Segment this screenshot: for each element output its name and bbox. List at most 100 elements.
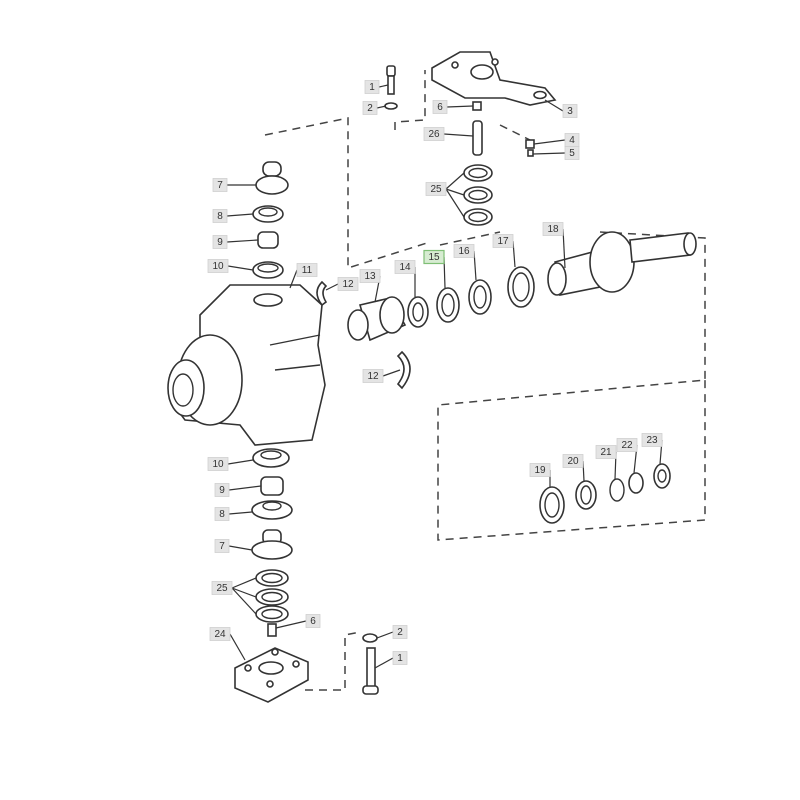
leader-line	[445, 188, 465, 196]
callout-8[interactable]: 8	[214, 507, 253, 521]
leader-line	[325, 283, 339, 291]
callout-box	[212, 235, 228, 249]
callout-13[interactable]: 13	[359, 269, 381, 303]
part-clip-12-top	[316, 280, 328, 307]
callout-14[interactable]: 14	[394, 260, 416, 298]
callout-box	[212, 178, 228, 192]
callout-number: 1	[369, 82, 375, 93]
leader-line	[376, 631, 394, 639]
leader-line	[231, 577, 257, 589]
callout-number: 3	[567, 106, 573, 117]
part-stack-top	[252, 161, 289, 279]
part-plate-24	[234, 647, 309, 703]
callout-6[interactable]: 6	[432, 100, 474, 114]
part-bushings	[407, 266, 535, 328]
callout-20[interactable]: 20	[562, 454, 585, 482]
callout-6[interactable]: 6	[275, 614, 321, 629]
callout-box	[392, 651, 408, 665]
callout-9[interactable]: 9	[212, 235, 259, 249]
callout-box	[305, 614, 321, 628]
callout-box	[212, 209, 228, 223]
callout-box	[564, 146, 580, 160]
callout-number: 18	[547, 224, 559, 235]
callout-4[interactable]: 4	[533, 133, 580, 147]
callout-26[interactable]: 26	[423, 127, 474, 141]
callout-2[interactable]: 2	[376, 625, 408, 639]
callout-25[interactable]: 25	[211, 577, 257, 615]
callout-box	[423, 249, 445, 265]
callout-box	[296, 263, 318, 277]
callout-number: 26	[428, 129, 440, 140]
callout-box	[359, 269, 381, 283]
callout-box	[562, 104, 578, 118]
callout-box	[211, 581, 233, 595]
callout-10[interactable]: 10	[207, 259, 254, 273]
callout-number: 13	[364, 271, 376, 282]
callout-number: 2	[367, 103, 373, 114]
callout-7[interactable]: 7	[212, 178, 256, 192]
callout-1[interactable]: 1	[364, 80, 389, 94]
part-seals-top	[463, 164, 493, 226]
callout-number: 25	[430, 184, 442, 195]
callout-box	[362, 101, 378, 115]
callout-9[interactable]: 9	[214, 483, 262, 497]
callout-18[interactable]: 18	[542, 222, 566, 269]
leader-line	[227, 459, 254, 465]
leader-line	[231, 587, 257, 598]
callout-number: 2	[397, 627, 403, 638]
callout-box	[214, 507, 230, 521]
callout-19[interactable]: 19	[529, 463, 551, 488]
callout-17[interactable]: 17	[492, 234, 516, 268]
callout-number: 15	[428, 252, 440, 263]
part-right-group	[539, 463, 671, 524]
callout-3[interactable]: 3	[544, 99, 578, 118]
callout-5[interactable]: 5	[532, 146, 580, 160]
leader-line	[275, 620, 307, 629]
leader-line	[544, 99, 564, 112]
callout-7[interactable]: 7	[214, 539, 253, 553]
callout-number: 24	[214, 629, 226, 640]
callout-number: 6	[437, 102, 443, 113]
callout-10[interactable]: 10	[207, 457, 254, 471]
leader-line	[228, 511, 253, 515]
callout-24[interactable]: 24	[209, 627, 246, 661]
callout-box	[432, 100, 448, 114]
callout-number: 25	[216, 583, 228, 594]
callout-number: 22	[621, 440, 633, 451]
part-bolt-bottom	[362, 633, 379, 695]
callout-number: 7	[217, 180, 223, 191]
leader-line	[376, 105, 387, 109]
callout-25[interactable]: 25	[425, 172, 465, 218]
leader-line	[226, 213, 254, 217]
callout-box	[616, 438, 638, 452]
callout-12[interactable]: 12	[362, 369, 401, 383]
leader-line	[443, 133, 474, 137]
leader-line	[227, 265, 254, 271]
callout-11[interactable]: 11	[289, 263, 318, 289]
callout-23[interactable]: 23	[641, 433, 663, 465]
callout-box	[641, 433, 663, 447]
callout-8[interactable]: 8	[212, 209, 254, 223]
callout-16[interactable]: 16	[453, 244, 477, 281]
callout-15[interactable]: 15	[423, 249, 446, 289]
callout-box	[207, 259, 229, 273]
callout-number: 21	[600, 447, 612, 458]
leader-line	[228, 545, 253, 551]
leader-line	[378, 84, 389, 88]
leader-line	[446, 105, 474, 108]
callout-2[interactable]: 2	[362, 101, 387, 115]
callout-22[interactable]: 22	[616, 438, 638, 474]
callout-number: 9	[217, 237, 223, 248]
callout-21[interactable]: 21	[595, 445, 617, 480]
callout-1[interactable]: 1	[374, 651, 408, 669]
callout-box	[562, 454, 584, 468]
callout-12[interactable]: 12	[325, 277, 359, 291]
callout-number: 23	[646, 435, 658, 446]
part-clip-12-bottom	[396, 350, 411, 390]
leader-line	[374, 657, 394, 669]
callout-box	[542, 222, 564, 236]
leader-line	[231, 587, 257, 615]
callout-number: 5	[569, 148, 575, 159]
